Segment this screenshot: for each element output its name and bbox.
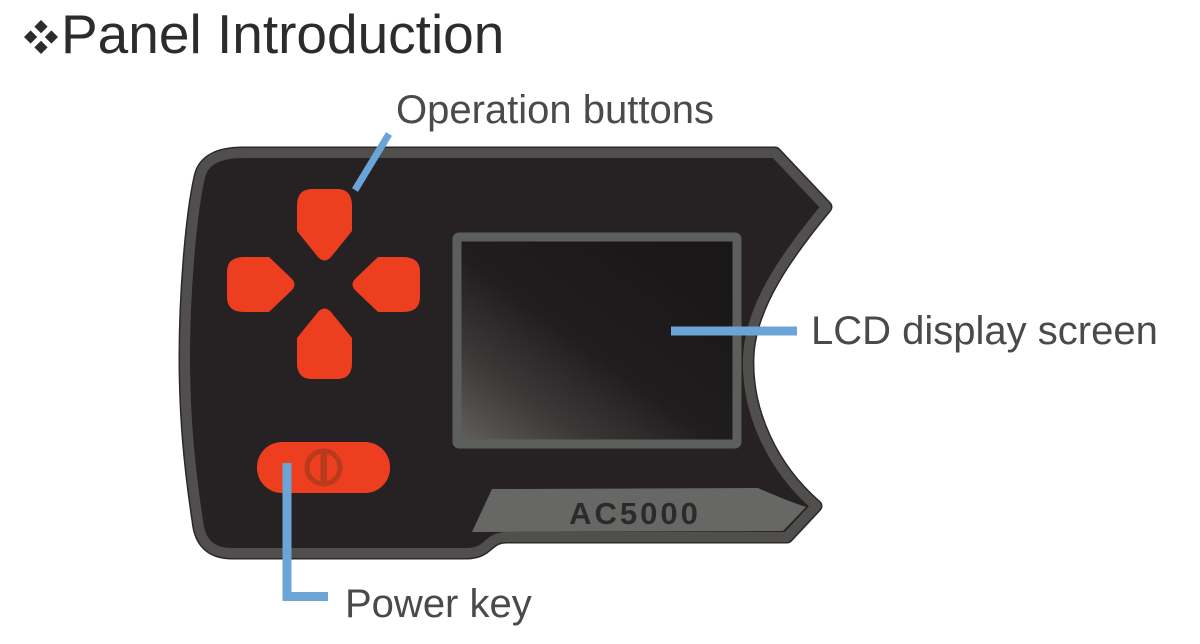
operation-buttons-label: Operation buttons <box>396 88 714 132</box>
power-button <box>257 442 390 493</box>
power-key-label: Power key <box>345 582 532 626</box>
page-title-text: Panel Introduction <box>61 3 505 65</box>
dpad-right-button <box>352 257 420 312</box>
four-diamonds-icon <box>24 20 58 55</box>
dpad-left-button <box>227 257 295 312</box>
model-label: AC5000 <box>569 496 701 531</box>
callout-line-power <box>282 463 328 601</box>
dpad-down-button <box>297 308 352 379</box>
dpad-up-button <box>297 189 352 261</box>
model-band <box>472 488 806 532</box>
power-icon <box>304 448 343 487</box>
page-title: Panel Introduction <box>24 4 504 65</box>
lcd-display-label: LCD display screen <box>811 309 1158 353</box>
dpad <box>227 189 420 379</box>
callout-lines <box>282 132 797 601</box>
callout-line-operation-buttons <box>352 132 392 192</box>
lcd-screen <box>452 232 742 449</box>
power-icon-bar <box>320 452 327 483</box>
